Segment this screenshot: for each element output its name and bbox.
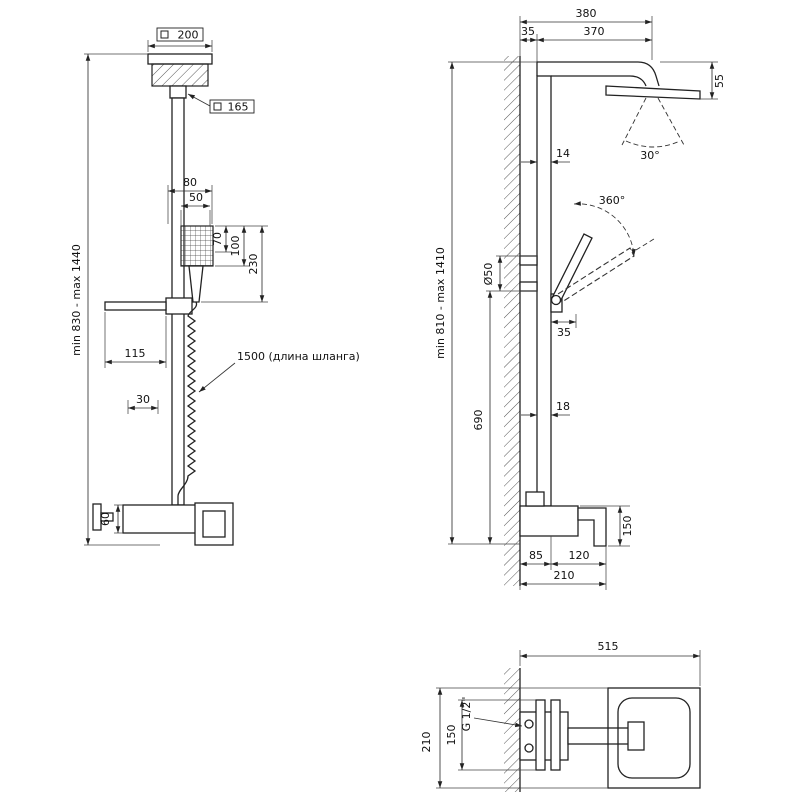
mixer-handle-side (525, 491, 545, 507)
dim-label-120: 120 (569, 549, 590, 562)
dim-label-690: 690 (472, 410, 485, 431)
shelf (104, 301, 167, 311)
hand-shower-handle (188, 265, 204, 303)
spray-angle-label: 30° (640, 149, 660, 162)
handle-bar-1 (535, 699, 546, 771)
dim-label-overall-height-side: min 810 - max 1410 (434, 247, 447, 359)
dim-label-100: 100 (229, 236, 242, 257)
dim-label-200: 200 (178, 29, 199, 42)
inlet-lower (524, 743, 534, 753)
spout-outer (194, 502, 234, 546)
dim-label-18: 18 (556, 400, 570, 413)
dim-label-80: 80 (183, 176, 197, 189)
dim-label-380: 380 (576, 7, 597, 20)
dim-label-85: 85 (529, 549, 543, 562)
dim-label-210-side: 210 (554, 569, 575, 582)
slider-bracket (165, 297, 193, 315)
dim-label-70: 70 (211, 232, 224, 246)
shower-head-body (151, 63, 209, 87)
wall-bracket-upper (519, 255, 538, 266)
dim-label-d50: Ø50 (482, 263, 495, 286)
shower-head-plate (147, 53, 213, 65)
top-view: 515 G 1/2" 150 210 (420, 640, 701, 792)
swivel-arc (573, 201, 636, 257)
inlet-upper (524, 719, 534, 729)
spray-line-left (621, 97, 647, 146)
spout-side (577, 507, 607, 547)
leader-165 (187, 93, 211, 107)
dim-label-515: 515 (598, 640, 619, 653)
wall-hatch (504, 56, 520, 586)
dim-label-150-top: 150 (445, 725, 458, 746)
dim-label-14: 14 (556, 147, 570, 160)
hose-length-note: 1500 (длина шланга) (237, 350, 360, 363)
shower-head-stem (169, 85, 187, 99)
shower-hose (177, 301, 198, 505)
hose-leader (198, 362, 236, 393)
square-symbol-icon (160, 30, 169, 39)
dim-label-35: 35 (557, 326, 571, 339)
hand-shower-face (180, 225, 214, 267)
spout-inner (202, 510, 226, 538)
head-outline-outer (607, 687, 701, 789)
dim-label-370: 370 (584, 25, 605, 38)
shower-arm-bottom (551, 75, 647, 87)
spout-top (567, 727, 633, 745)
spout-cap (627, 721, 645, 751)
hand-shower-side (551, 233, 593, 303)
shower-head-side (605, 85, 701, 100)
shower-arm-top (536, 61, 660, 87)
handle-bar-2 (550, 699, 561, 771)
mixer-handle-lever (100, 512, 114, 522)
spray-arc (625, 140, 681, 148)
dim-label-230: 230 (247, 254, 260, 275)
shower-column-side (536, 75, 552, 507)
dim-label-30: 30 (136, 393, 150, 406)
dim-label-60: 60 (99, 512, 112, 526)
dim-label-150-side: 150 (621, 516, 634, 537)
dim-label-210-top: 210 (420, 732, 433, 753)
dim-label-50: 50 (189, 191, 203, 204)
spray-line-right (657, 97, 685, 146)
wall-bracket-lower (519, 281, 538, 292)
dim-label-overall-height: min 830 - max 1440 (70, 244, 83, 356)
dim-label-165: 165 (228, 101, 249, 114)
spray-direction-line (635, 238, 655, 251)
hand-shower-pivot (550, 294, 562, 306)
mixer-body (122, 504, 204, 534)
dim-label-115: 115 (125, 347, 146, 360)
dim-label-55: 55 (713, 74, 726, 88)
wall-hatch-top (504, 668, 520, 792)
thread-leader (473, 717, 523, 728)
square-symbol-icon (213, 102, 222, 111)
front-view: 200 165 min 830 - max 1440 80 50 70 100 (70, 27, 360, 546)
mixer-body-side (519, 505, 579, 537)
swivel-angle-label: 360° (599, 194, 626, 207)
head-outline-inner (617, 697, 691, 779)
dim-label-35-top: 35 (521, 25, 535, 38)
side-view: 380 35 370 55 30° 14 360° Ø50 (434, 7, 726, 590)
